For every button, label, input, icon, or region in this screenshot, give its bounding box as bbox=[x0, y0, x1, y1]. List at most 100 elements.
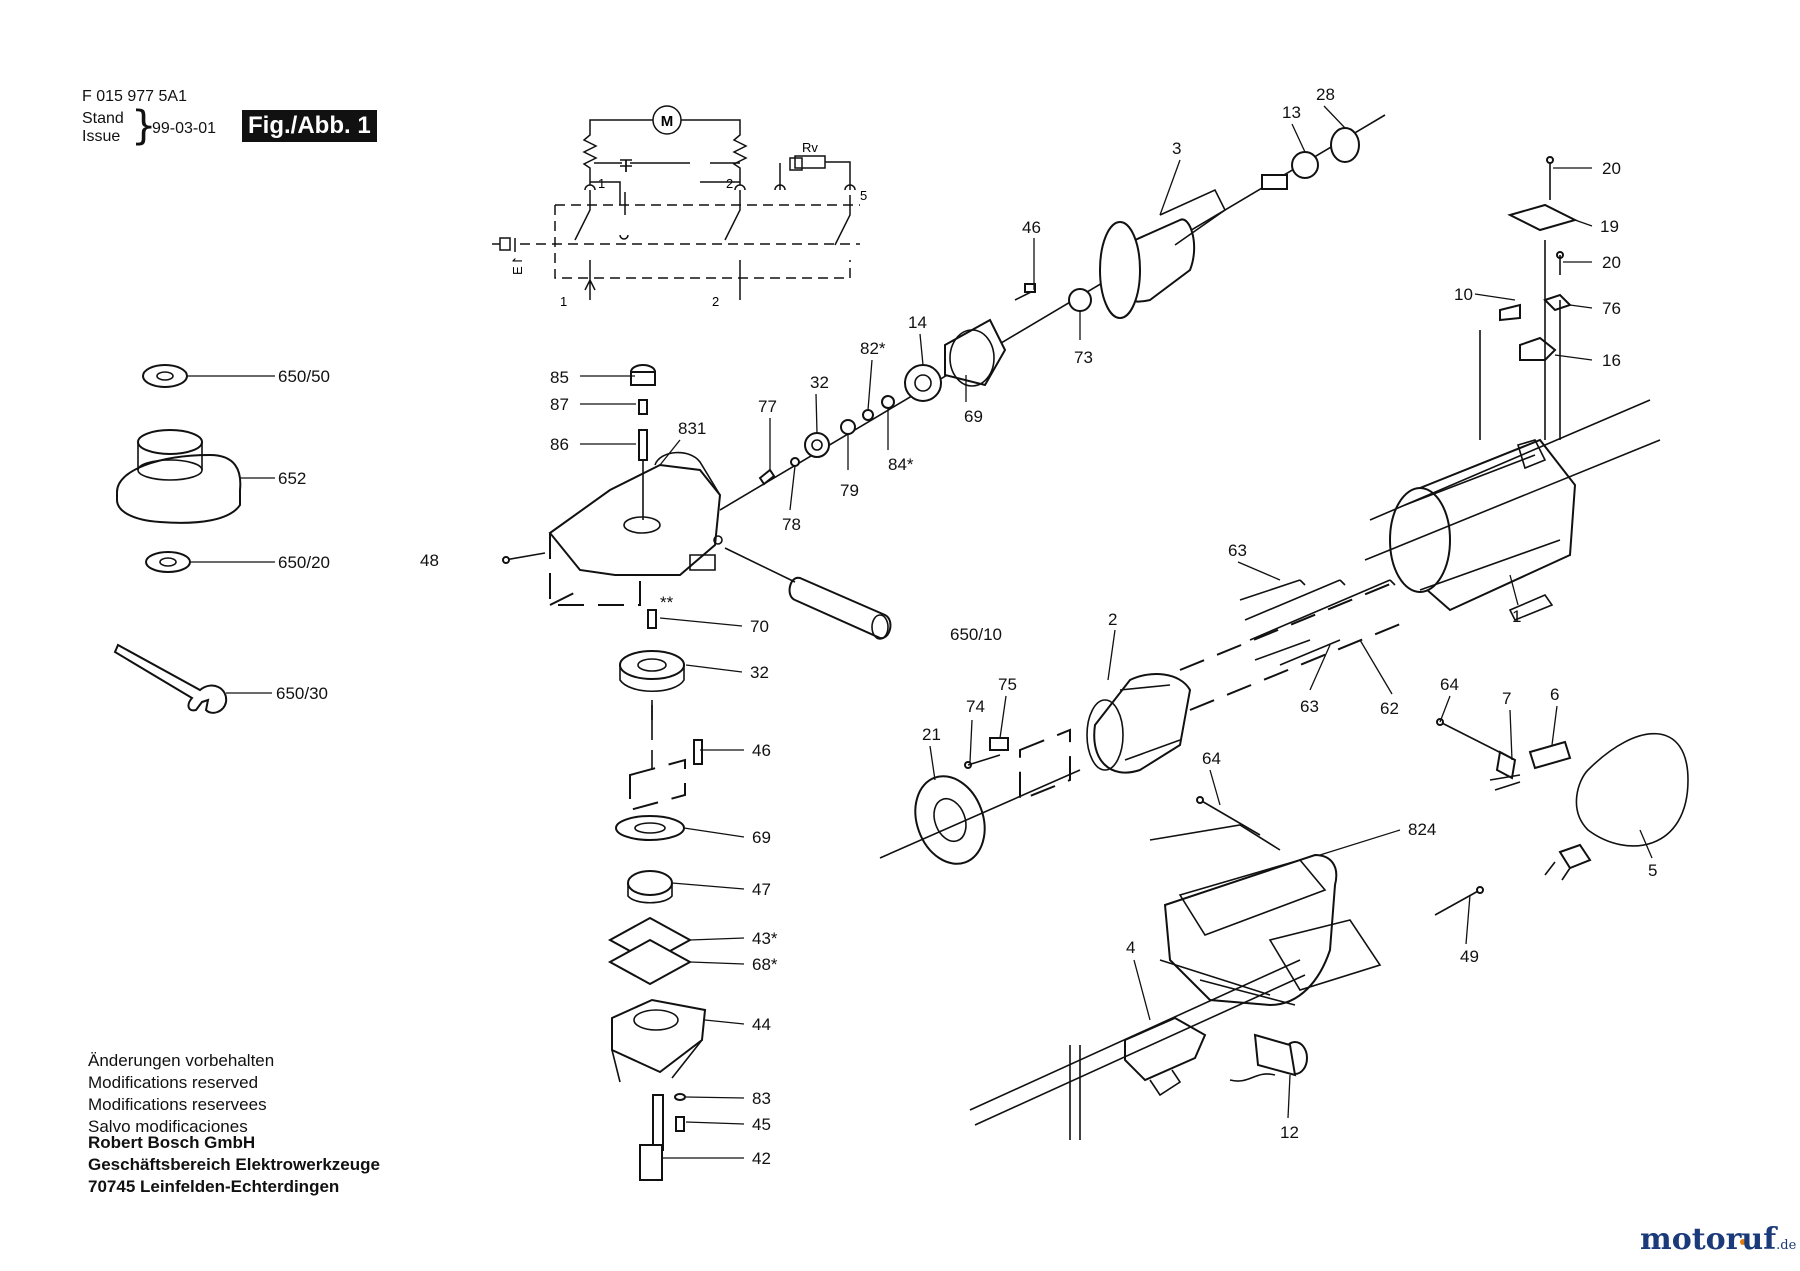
part-label-6: 6 bbox=[1550, 685, 1559, 704]
axis-lines-bottom bbox=[969, 959, 1306, 1140]
spanner-wrench bbox=[113, 643, 272, 714]
motor-housing-1 bbox=[1364, 399, 1661, 622]
part-label-42: 42 bbox=[752, 1149, 771, 1168]
leader-line bbox=[919, 333, 924, 366]
company-name: Robert Bosch GmbH bbox=[88, 1133, 256, 1152]
leader-line bbox=[969, 719, 973, 763]
part-label-83: 83 bbox=[752, 1089, 771, 1108]
stand-label: Stand bbox=[82, 110, 124, 127]
part-label-45: 45 bbox=[752, 1115, 771, 1134]
cables-63-62 bbox=[1239, 579, 1396, 666]
leader-line bbox=[1509, 709, 1513, 761]
svg-text:1: 1 bbox=[560, 294, 567, 309]
svg-text:2: 2 bbox=[726, 176, 733, 191]
part-label-64: 64 bbox=[1202, 749, 1221, 768]
leader-line bbox=[1554, 354, 1593, 361]
part-label-78: 78 bbox=[782, 515, 801, 534]
part-label-85: 85 bbox=[550, 368, 569, 387]
spacer-21 bbox=[879, 769, 1081, 865]
part-label-20: 20 bbox=[1602, 253, 1621, 272]
part-labels: 650/50652650/20650/3085878683148**703246… bbox=[276, 85, 1657, 1168]
leader-line bbox=[685, 1121, 745, 1125]
part-label-21: 21 bbox=[922, 725, 941, 744]
part-label-824: 824 bbox=[1408, 820, 1436, 839]
note-line-de: Änderungen vorbehalten bbox=[88, 1051, 275, 1070]
svg-text:1: 1 bbox=[598, 176, 605, 191]
part-label-28: 28 bbox=[1316, 85, 1335, 104]
part-label-4: 4 bbox=[1126, 938, 1135, 957]
part-label-79: 79 bbox=[840, 481, 859, 500]
part-label-44: 44 bbox=[752, 1015, 771, 1034]
leader-line bbox=[1319, 829, 1401, 856]
leader-line bbox=[1159, 159, 1181, 216]
leader-line bbox=[1359, 639, 1393, 695]
switch-4 bbox=[1124, 1016, 1207, 1097]
part-label-74: 74 bbox=[966, 697, 985, 716]
part-label-10: 10 bbox=[1454, 285, 1473, 304]
leader-line bbox=[1509, 574, 1519, 606]
part-label-650-30: 650/30 bbox=[276, 684, 328, 703]
leader-line bbox=[789, 465, 796, 511]
svg-text:5: 5 bbox=[860, 188, 867, 203]
part-label-32: 32 bbox=[750, 663, 769, 682]
part-label--: ** bbox=[660, 593, 674, 612]
part-label-68-: 68* bbox=[752, 955, 778, 974]
part-label-62: 62 bbox=[1380, 699, 1399, 718]
leader-line bbox=[1133, 959, 1151, 1021]
handle-824 bbox=[1149, 796, 1484, 1007]
leader-line bbox=[1551, 705, 1558, 746]
leader-line bbox=[1465, 894, 1471, 945]
brace-icon: } bbox=[131, 103, 157, 149]
svg-text:E↾: E↾ bbox=[510, 255, 525, 275]
leader-line bbox=[1237, 561, 1281, 581]
part-label-19: 19 bbox=[1600, 217, 1619, 236]
part-label-70: 70 bbox=[750, 617, 769, 636]
leader-line bbox=[683, 827, 745, 838]
part-label-86: 86 bbox=[550, 435, 569, 454]
part-label-48: 48 bbox=[420, 551, 439, 570]
leader-line bbox=[1569, 304, 1593, 309]
spindle-stack bbox=[607, 364, 707, 1181]
company-address: 70745 Leinfelden-Echterdingen bbox=[88, 1177, 340, 1196]
part-label-5: 5 bbox=[1648, 861, 1657, 880]
guard-652 bbox=[116, 429, 275, 524]
part-label-76: 76 bbox=[1602, 299, 1621, 318]
note-line-es: Salvo modificaciones bbox=[88, 1117, 248, 1136]
screw-48 bbox=[502, 552, 546, 564]
strain-relief-12 bbox=[1229, 1033, 1308, 1082]
notes-block: Änderungen vorbehalten Modifications res… bbox=[88, 1050, 380, 1198]
leader-line bbox=[685, 1096, 745, 1099]
gear-head-831 bbox=[548, 451, 723, 606]
brand-watermark: motoruf.de bbox=[1640, 1222, 1796, 1257]
part-label-87: 87 bbox=[550, 395, 569, 414]
leader-line bbox=[867, 359, 873, 411]
leader-line bbox=[1107, 629, 1116, 681]
part-label-73: 73 bbox=[1074, 348, 1093, 367]
figure-label: Fig./Abb. 1 bbox=[242, 110, 377, 142]
part-label-69: 69 bbox=[964, 407, 983, 426]
part-label-43-: 43* bbox=[752, 929, 778, 948]
part-label-3: 3 bbox=[1172, 139, 1181, 158]
part-label-75: 75 bbox=[998, 675, 1017, 694]
leader-line bbox=[704, 1019, 745, 1025]
part-label-84-: 84* bbox=[888, 455, 914, 474]
part-label-650-20: 650/20 bbox=[278, 553, 330, 572]
leader-line bbox=[1474, 293, 1516, 301]
side-handle-650-10 bbox=[724, 547, 892, 640]
part-label-652: 652 bbox=[278, 469, 306, 488]
note-line-en: Modifications reserved bbox=[88, 1073, 259, 1092]
part-label-47: 47 bbox=[752, 880, 771, 899]
part-label-46: 46 bbox=[1022, 218, 1041, 237]
brand-name: motoruf bbox=[1640, 1222, 1777, 1257]
part-label-32: 32 bbox=[810, 373, 829, 392]
part-label-7: 7 bbox=[1502, 689, 1511, 708]
part-label-12: 12 bbox=[1280, 1123, 1299, 1142]
circuit-schematic: M Rv 1 2 5 E↾ 1 2 bbox=[492, 105, 867, 309]
leader-line bbox=[685, 664, 743, 673]
part-label-16: 16 bbox=[1602, 351, 1621, 370]
field-coil-right bbox=[732, 122, 748, 185]
armature-axis bbox=[719, 114, 1386, 511]
leader-line bbox=[659, 439, 681, 466]
screws-74-75 bbox=[964, 737, 1009, 769]
doc-number: F 015 977 5A1 bbox=[82, 88, 187, 105]
